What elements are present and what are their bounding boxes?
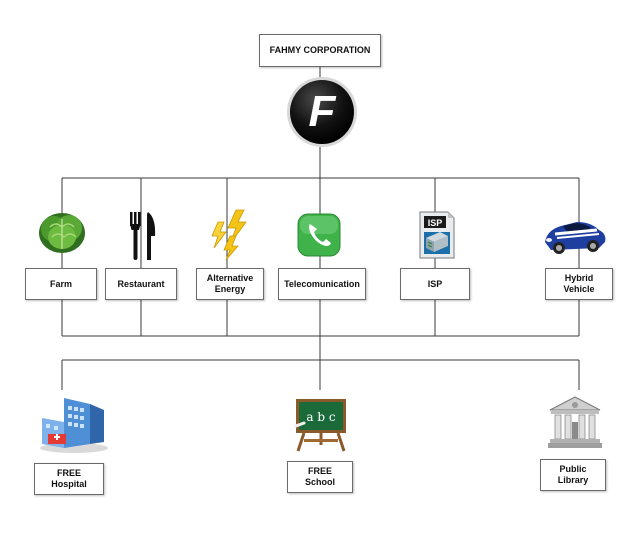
business-node-label: Farm	[49, 278, 72, 289]
business-node-label: Restaurant	[117, 278, 165, 289]
service-node-label: Public Library	[557, 464, 589, 485]
hospital-building-icon	[34, 396, 110, 454]
isp-box-icon: ISP	[414, 208, 460, 262]
service-node-label: FREE Hospital	[51, 468, 87, 489]
fahmy-logo: F	[286, 76, 358, 148]
service-node-public-library: Public Library	[540, 459, 606, 491]
business-node-label: Alternative Energy	[206, 273, 254, 294]
isp-box-text: ISP	[428, 218, 443, 228]
business-node-label: Hybrid Vehicle	[563, 273, 595, 294]
business-node-hybrid-vehicle: Hybrid Vehicle	[545, 268, 613, 300]
service-node-free-hospital: FREE Hospital	[34, 463, 104, 495]
business-node-farm: Farm	[25, 268, 97, 300]
business-node-isp: ISP	[400, 268, 470, 300]
root-node-label: FAHMY CORPORATION	[269, 45, 371, 55]
business-node-label: ISP	[427, 278, 443, 289]
business-node-telecomunication: Telecomunication	[278, 268, 366, 300]
business-node-label: Telecomunication	[284, 278, 360, 289]
chalkboard-icon: a b c	[290, 397, 350, 455]
service-node-free-school: FREE School	[287, 461, 353, 493]
service-node-label: FREE School	[304, 466, 335, 487]
lettuce-icon	[36, 207, 88, 255]
business-node-alternative-energy: Alternative Energy	[196, 268, 264, 300]
f-logo-icon: F	[287, 77, 357, 147]
fork-knife-icon	[128, 210, 158, 262]
lightning-icon	[206, 208, 254, 260]
chalkboard-text: a b c	[306, 410, 335, 424]
sports-car-icon	[541, 210, 609, 260]
root-node-fahmy-corporation: FAHMY CORPORATION	[259, 34, 381, 67]
logo-letter: F	[309, 87, 337, 136]
library-building-icon	[546, 394, 604, 452]
business-node-restaurant: Restaurant	[105, 268, 177, 300]
phone-icon	[296, 212, 344, 258]
